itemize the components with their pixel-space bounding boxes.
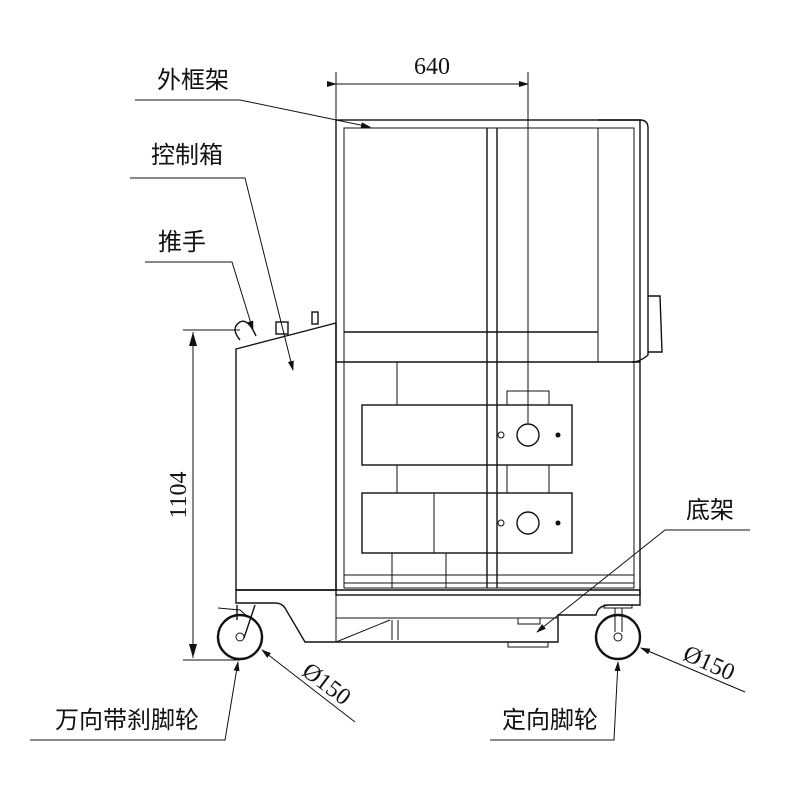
control-switch (275, 321, 289, 335)
control-box (234, 311, 337, 591)
label-fixed-caster: 定向脚轮 (490, 661, 621, 741)
right-wheel-diameter: Ø150 (679, 641, 738, 686)
fixed-caster-label: 定向脚轮 (502, 706, 598, 734)
height-dimension-value: 1104 (166, 471, 192, 518)
label-base-frame: 底架 (536, 496, 750, 633)
label-left-diameter: Ø150 (261, 649, 355, 723)
label-outer-frame: 外框架 (135, 66, 371, 129)
push-handle-label: 推手 (158, 228, 206, 256)
control-knob (311, 311, 319, 325)
left-wheel-diameter: Ø150 (297, 658, 355, 711)
fixed-caster (594, 604, 642, 661)
base-frame-label: 底架 (686, 496, 734, 524)
width-dimension-value: 640 (414, 54, 450, 80)
label-swivel-caster: 万向带刹脚轮 (30, 661, 240, 741)
label-control-box: 控制箱 (130, 141, 294, 371)
width-dimension: 640 (327, 54, 529, 423)
control-box-label: 控制箱 (151, 141, 223, 169)
swivel-brake-caster (216, 604, 264, 661)
door-handle (648, 295, 663, 353)
swivel-caster-label: 万向带刹脚轮 (55, 706, 199, 734)
push-handle (234, 320, 257, 341)
label-right-diameter: Ø150 (640, 641, 746, 693)
label-push-handle: 推手 (145, 228, 254, 331)
outer-frame-label: 外框架 (157, 66, 229, 94)
height-dimension: 1104 (166, 329, 240, 661)
pump-modules (361, 362, 573, 588)
outer-frame (335, 119, 663, 596)
